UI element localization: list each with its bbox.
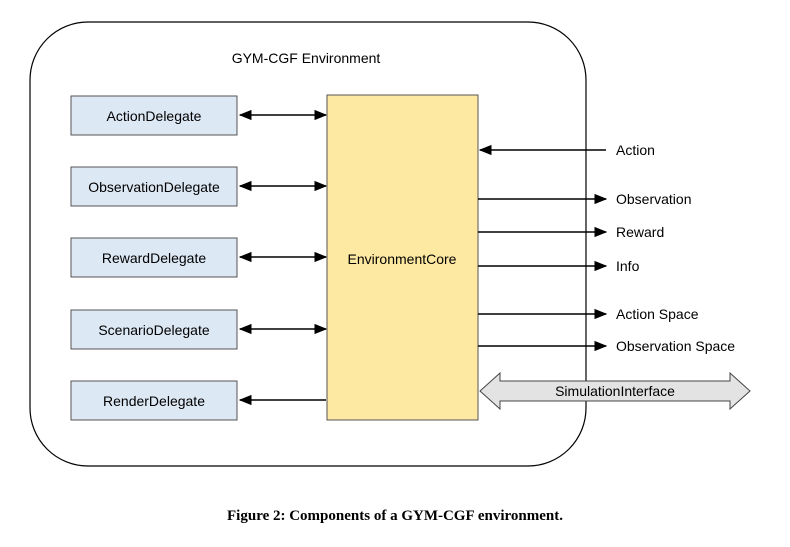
reward-output-label: Reward [616,224,664,240]
delegate-box [70,237,238,278]
delegate-label: RenderDelegate [103,393,205,409]
environment-core-label: EnvironmentCore [348,251,457,267]
simulation-interface-arrow [479,371,751,411]
delegate-scenario: ScenarioDelegate [70,309,238,350]
action-space-output-label: Action Space [616,306,699,322]
delegate-reward: RewardDelegate [70,237,238,278]
delegate-label: ActionDelegate [107,108,202,124]
delegate-box [70,380,238,421]
simulation-interface-label: SimulationInterface [555,383,675,399]
environment-title: GYM-CGF Environment [232,50,381,66]
delegate-box [70,95,238,136]
delegate-label: ObservationDelegate [88,179,220,195]
figure-caption: Figure 2: Components of a GYM-CGF enviro… [227,508,563,524]
info-output-label: Info [616,258,640,274]
observation-output-label: Observation [616,191,691,207]
environment-core-box [326,94,479,421]
delegate-action: ActionDelegate [70,95,238,136]
delegate-label: RewardDelegate [102,250,206,266]
delegate-observation: ObservationDelegate [70,166,238,207]
delegate-box [70,309,238,350]
action-input-label: Action [616,142,655,158]
delegate-render: RenderDelegate [70,380,238,421]
observation-space-output-label: Observation Space [616,338,735,354]
delegate-box [70,166,238,207]
delegate-label: ScenarioDelegate [98,322,210,338]
